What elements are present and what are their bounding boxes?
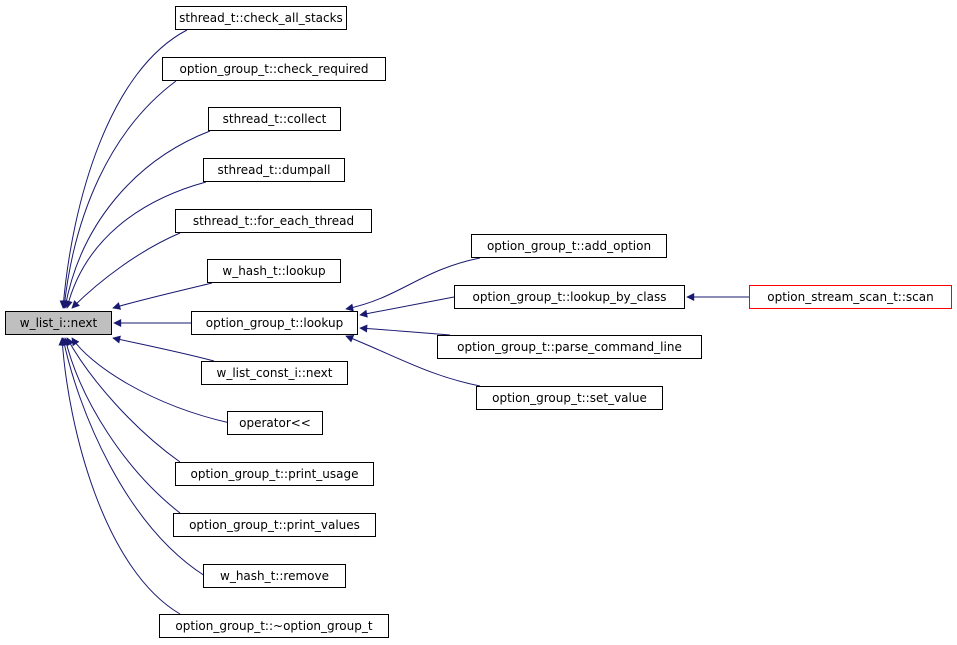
node-caller[interactable]: option_group_t::check_required xyxy=(162,57,386,81)
node-caller[interactable]: sthread_t::check_all_stacks xyxy=(175,6,347,30)
node-label: option_group_t::print_values xyxy=(189,518,360,532)
node-caller[interactable]: option_group_t::~option_group_t xyxy=(159,614,389,638)
call-edge xyxy=(71,232,181,309)
node-caller[interactable]: w_hash_t::lookup xyxy=(207,259,341,283)
node-label: w_hash_t::lookup xyxy=(222,264,326,278)
call-edge xyxy=(112,335,215,362)
node-caller[interactable]: sthread_t::for_each_thread xyxy=(175,209,372,233)
call-edge xyxy=(62,130,211,309)
node-lookup-caller[interactable]: option_group_t::lookup_by_class xyxy=(454,285,685,309)
call-edge xyxy=(112,282,213,310)
node-caller[interactable]: w_list_const_i::next xyxy=(201,361,348,385)
node-caller[interactable]: w_hash_t::remove xyxy=(203,564,346,588)
node-label: option_group_t::check_required xyxy=(179,62,369,76)
node-caller[interactable]: option_group_t::lookup xyxy=(191,311,358,335)
call-edge xyxy=(62,337,181,514)
node-lookup-caller[interactable]: option_group_t::add_option xyxy=(471,234,667,258)
node-label: sthread_t::for_each_thread xyxy=(192,214,355,228)
node-label: w_list_const_i::next xyxy=(216,366,333,380)
node-label: option_stream_scan_t::scan xyxy=(767,290,934,304)
call-edge xyxy=(345,335,481,387)
node-label: option_group_t::lookup xyxy=(205,316,344,330)
node-scan-caller[interactable]: option_stream_scan_t::scan xyxy=(749,285,952,309)
node-caller[interactable]: operator<< xyxy=(227,411,323,435)
node-label: option_group_t::~option_group_t xyxy=(175,619,373,633)
node-caller[interactable]: option_group_t::print_values xyxy=(173,513,376,537)
node-label: option_group_t::parse_command_line xyxy=(457,340,682,354)
node-label: operator<< xyxy=(239,416,311,430)
call-edge xyxy=(64,181,207,309)
call-edge xyxy=(359,296,455,318)
call-edge xyxy=(59,29,188,309)
node-label: w_list_i::next xyxy=(19,316,98,330)
call-edge xyxy=(345,257,481,312)
node-label: option_group_t::set_value xyxy=(492,391,647,405)
call-edge xyxy=(359,324,451,336)
node-caller[interactable]: sthread_t::dumpall xyxy=(203,158,345,182)
call-edge xyxy=(58,337,181,615)
call-edge xyxy=(60,337,206,577)
call-edge xyxy=(71,337,231,424)
node-label: option_group_t::lookup_by_class xyxy=(472,290,667,304)
node-caller[interactable]: sthread_t::collect xyxy=(208,107,341,131)
node-label: sthread_t::dumpall xyxy=(217,163,331,177)
node-lookup-caller[interactable]: option_group_t::parse_command_line xyxy=(437,335,702,359)
node-label: w_hash_t::remove xyxy=(220,569,329,583)
node-label: option_group_t::print_usage xyxy=(190,467,359,481)
node-root[interactable]: w_list_i::next xyxy=(5,311,112,335)
call-edge xyxy=(66,337,181,463)
call-edge xyxy=(60,80,177,309)
node-lookup-caller[interactable]: option_group_t::set_value xyxy=(476,386,663,410)
node-label: sthread_t::check_all_stacks xyxy=(179,11,343,25)
node-label: sthread_t::collect xyxy=(222,112,327,126)
node-caller[interactable]: option_group_t::print_usage xyxy=(175,462,374,486)
node-label: option_group_t::add_option xyxy=(486,239,652,253)
